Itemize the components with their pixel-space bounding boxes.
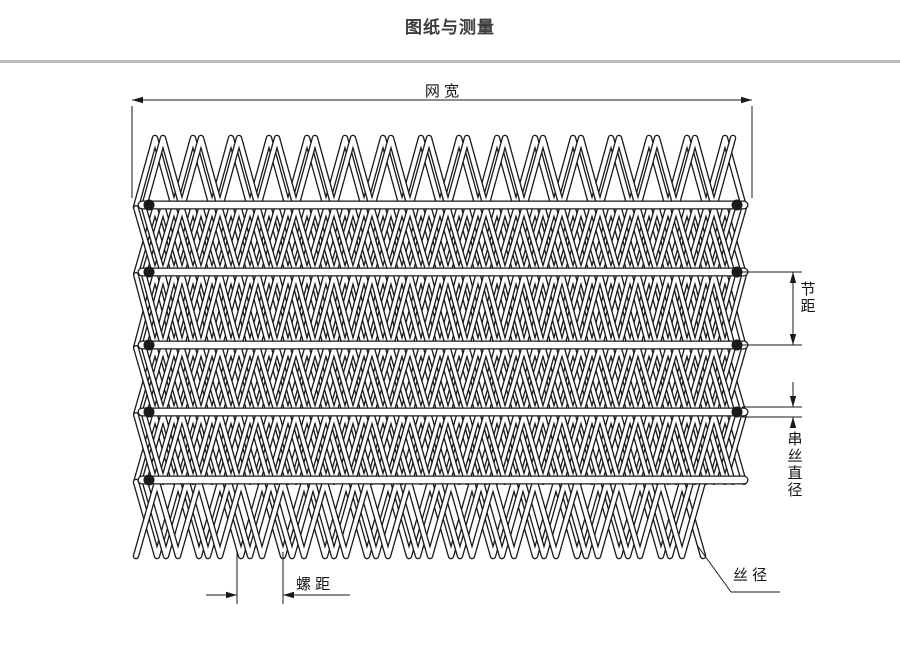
header-divider bbox=[0, 60, 900, 63]
net-width-label: 网 宽 bbox=[424, 83, 460, 100]
spiral-pitch-label: 螺 距 bbox=[296, 576, 331, 593]
pitch-label: 节距 bbox=[798, 281, 816, 315]
page-title: 图纸与测量 bbox=[405, 18, 495, 37]
wire-diameter-label: 丝 径 bbox=[733, 567, 768, 584]
cross-wire-diameter-label: 串丝直径 bbox=[785, 431, 803, 499]
